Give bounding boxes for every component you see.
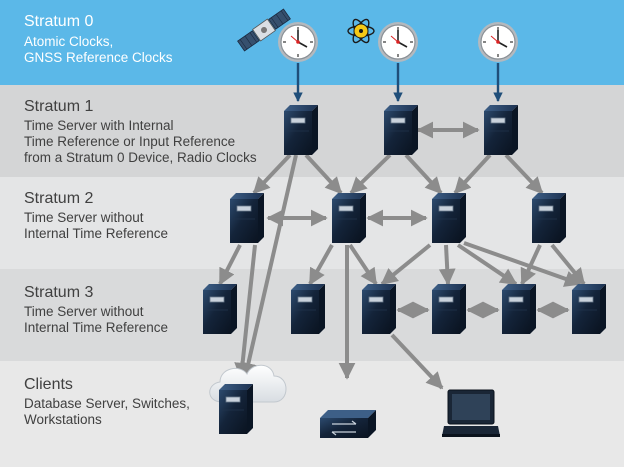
database-server xyxy=(218,383,254,435)
stratum-2-title: Stratum 2 xyxy=(24,190,94,207)
clock-icon xyxy=(277,21,319,63)
stratum-1-description: Time Server with Internal Time Reference… xyxy=(24,118,257,165)
stratum-3-server xyxy=(361,283,397,335)
satellite-icon xyxy=(237,8,291,52)
stratum-2-server xyxy=(229,192,265,244)
stratum-2-server xyxy=(331,192,367,244)
band-clients: Clients Database Server, Switches, Works… xyxy=(0,361,624,467)
stratum-2-description: Time Server without Internal Time Refere… xyxy=(24,210,169,241)
stratum-3-server xyxy=(202,283,238,335)
stratum-3-title: Stratum 3 xyxy=(24,284,94,301)
stratum-3-server xyxy=(571,283,607,335)
stratum-1-server xyxy=(283,104,319,156)
network-switch-icon xyxy=(320,410,376,438)
clients-title: Clients xyxy=(24,376,73,393)
clock-icon xyxy=(377,21,419,63)
stratum-1-server xyxy=(383,104,419,156)
stratum-1-server xyxy=(483,104,519,156)
stratum-3-description: Time Server without Internal Time Refere… xyxy=(24,304,169,335)
laptop-icon xyxy=(442,389,500,437)
stratum-3-server xyxy=(431,283,467,335)
atom-icon xyxy=(347,18,375,44)
clock-icon xyxy=(477,21,519,63)
stratum-2-server xyxy=(431,192,467,244)
stratum-3-server xyxy=(290,283,326,335)
stratum-0-title: Stratum 0 xyxy=(24,13,94,30)
stratum-2-server xyxy=(531,192,567,244)
band-stratum-0: Stratum 0 Atomic Clocks, GNSS Reference … xyxy=(0,0,624,85)
clients-description: Database Server, Switches, Workstations xyxy=(24,396,190,427)
stratum-0-description: Atomic Clocks, GNSS Reference Clocks xyxy=(24,34,173,65)
stratum-3-server xyxy=(501,283,537,335)
stratum-1-title: Stratum 1 xyxy=(24,98,94,115)
